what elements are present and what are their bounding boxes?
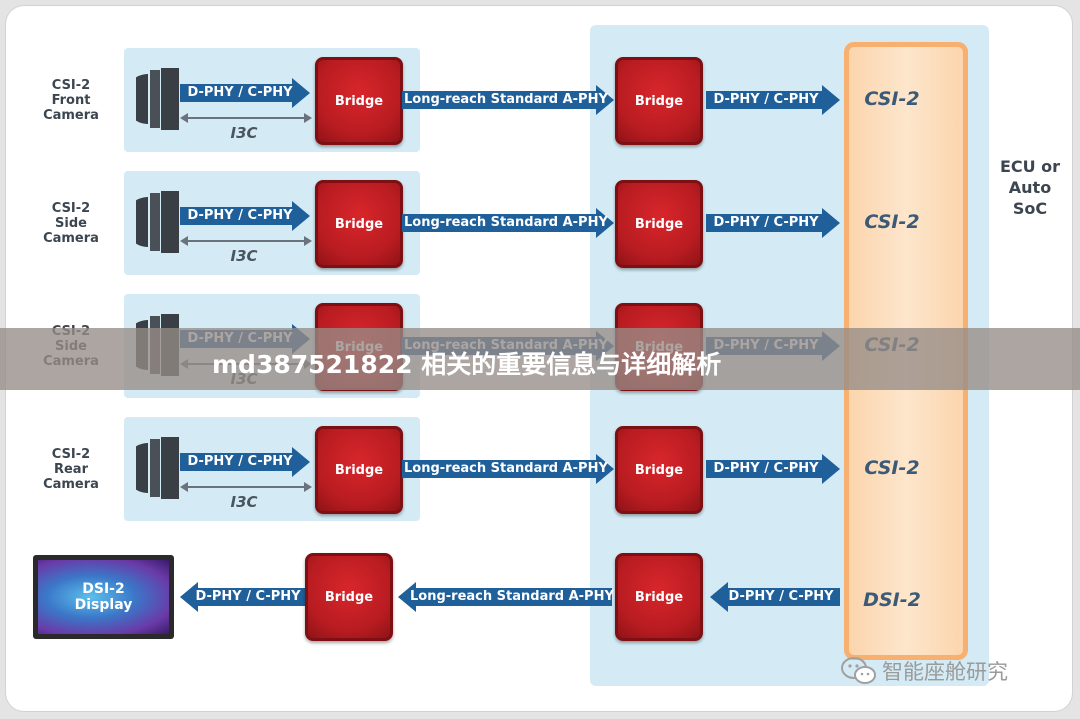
bridge-left: Bridge [315,57,403,145]
display-icon: DSI-2 Display [38,560,169,634]
phy-left-label: D-PHY / C-PHY [187,208,293,223]
phy-right-label: D-PHY / C-PHY [713,92,819,107]
a-phy-link-arrow [402,85,614,115]
i3c-label: I3C [230,247,258,265]
phy-right-arrow [706,454,840,484]
phy-left-label: D-PHY / C-PHY [187,454,293,469]
bridge-right: Bridge [615,57,703,145]
phy-left-arrow [180,201,310,231]
i3c-arrow [180,113,312,123]
camera-icon [136,68,179,130]
camera-label: CSI-2 Front Camera [43,78,99,123]
a-phy-link-label: Long-reach Standard A-PHY [404,215,608,230]
bridge-left: Bridge [315,426,403,514]
soc-port-csi: CSI-2 [864,88,920,110]
camera-icon [136,191,179,253]
camera-label: CSI-2 Side Camera [43,201,99,246]
display-phy-right-label: D-PHY / C-PHY [728,589,834,604]
i3c-label: I3C [230,493,258,511]
display-link-label: Long-reach Standard A-PHY [410,589,614,604]
display-phy-right-arrow [710,582,840,612]
soc-port-csi: CSI-2 [864,211,920,233]
bridge-right: Bridge [615,180,703,268]
bridge-right: Bridge [615,426,703,514]
a-phy-link-label: Long-reach Standard A-PHY [404,461,608,476]
ecu-label: ECU or Auto SoC [999,157,1061,218]
title-overlay-banner [0,328,1080,390]
display-link-arrow [398,582,612,612]
phy-left-arrow [180,447,310,477]
phy-right-label: D-PHY / C-PHY [713,461,819,476]
a-phy-link-arrow [402,208,614,238]
camera-label: CSI-2 Rear Camera [43,447,99,492]
display-bridge-right: Bridge [615,553,703,641]
display-phy-left-arrow [180,582,306,612]
bridge-left: Bridge [315,180,403,268]
i3c-arrow [180,482,312,492]
phy-left-arrow [180,78,310,108]
overlay-title: md387521822 相关的重要信息与详细解析 [212,350,722,379]
watermark-text: 智能座舱研究 [882,660,1008,684]
phy-right-label: D-PHY / C-PHY [713,215,819,230]
i3c-arrow [180,236,312,246]
phy-left-label: D-PHY / C-PHY [187,85,293,100]
soc-port-csi: CSI-2 [864,457,920,479]
wechat-icon [841,657,876,684]
camera-icon [136,437,179,499]
a-phy-link-label: Long-reach Standard A-PHY [404,92,608,107]
phy-right-arrow [706,85,840,115]
display-phy-left-label: D-PHY / C-PHY [195,589,301,604]
watermark: 智能座舱研究 [840,656,1008,686]
display-bridge-left: Bridge [305,553,393,641]
a-phy-link-arrow [402,454,614,484]
dsi-display: DSI-2 Display [33,555,174,639]
i3c-label: I3C [230,124,258,142]
phy-right-arrow [706,208,840,238]
soc-port-dsi: DSI-2 [863,589,921,611]
